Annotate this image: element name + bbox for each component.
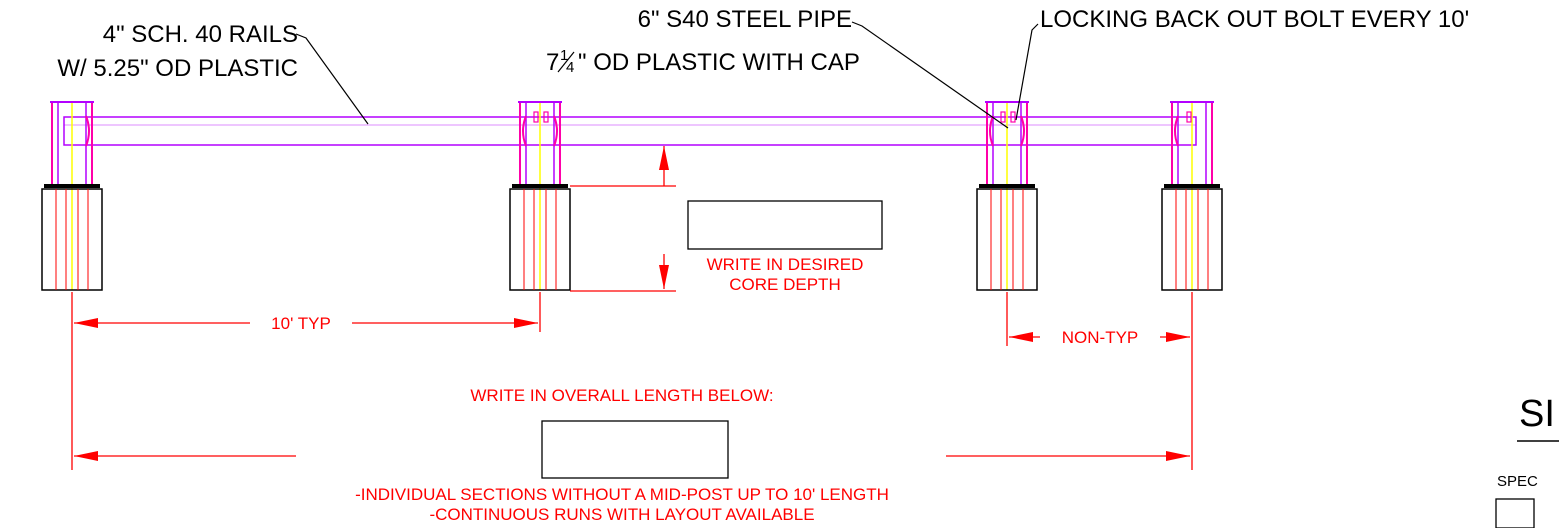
- core-depth-dimension: [570, 146, 676, 292]
- title-block-spec-box[interactable]: [1495, 498, 1535, 528]
- pipe-callout-suffix: " OD PLASTIC WITH CAP: [578, 49, 860, 76]
- rails-callout-line1: 4" SCH. 40 RAILS: [103, 21, 298, 48]
- pipe-callout-whole: 7: [546, 49, 559, 76]
- note-individual-sections: -INDIVIDUAL SECTIONS WITHOUT A MID-POST …: [355, 485, 889, 504]
- post-1: [41, 101, 103, 291]
- core-depth-label-line2: CORE DEPTH: [729, 275, 840, 294]
- pipe-callout-line1: 6" S40 STEEL PIPE: [638, 6, 852, 33]
- pipe-callout-line2: 7 1 4 " OD PLASTIC WITH CAP: [546, 47, 860, 76]
- core-depth-label-line1: WRITE IN DESIRED: [707, 255, 864, 274]
- title-block-heading: SI: [1519, 393, 1555, 435]
- title-block: SI SPEC: [1495, 393, 1559, 528]
- post-3: [976, 101, 1038, 291]
- rails-callout-line2: W/ 5.25" OD PLASTIC: [57, 55, 298, 82]
- leader-lines: [295, 21, 1039, 129]
- core-depth-input-box[interactable]: [687, 200, 883, 250]
- non-typical-spacing-dimension: [1006, 292, 1193, 470]
- pipe-callout-numerator: 1: [560, 47, 568, 64]
- typical-spacing-dimension: [71, 292, 541, 470]
- bolt-callout: LOCKING BACK OUT BOLT EVERY 10': [1040, 6, 1469, 33]
- post-4: [1161, 101, 1223, 291]
- note-continuous-runs: -CONTINUOUS RUNS WITH LAYOUT AVAILABLE: [429, 505, 814, 524]
- typical-spacing-label: 10' TYP: [271, 314, 331, 333]
- pipe-callout-denominator: 4: [566, 59, 574, 76]
- title-block-spec-label: SPEC: [1497, 473, 1538, 490]
- overall-length-label: WRITE IN OVERALL LENGTH BELOW:: [470, 386, 773, 405]
- non-typical-spacing-label: NON-TYP: [1062, 328, 1139, 347]
- post-2: [509, 101, 571, 291]
- overall-length-input-box[interactable]: [541, 420, 729, 479]
